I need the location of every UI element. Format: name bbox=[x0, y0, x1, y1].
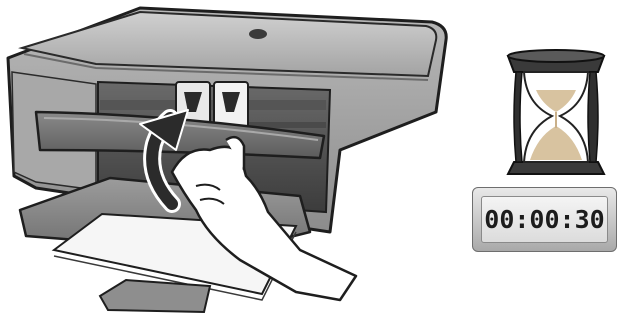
timer-screen: 00:00:30 bbox=[481, 196, 608, 243]
timer-value: 00:00:30 bbox=[484, 205, 604, 234]
hourglass-icon bbox=[508, 50, 604, 174]
brand-logo-icon bbox=[249, 29, 267, 39]
digital-timer-icon: 00:00:30 bbox=[472, 187, 617, 252]
tray-extender bbox=[100, 280, 210, 312]
